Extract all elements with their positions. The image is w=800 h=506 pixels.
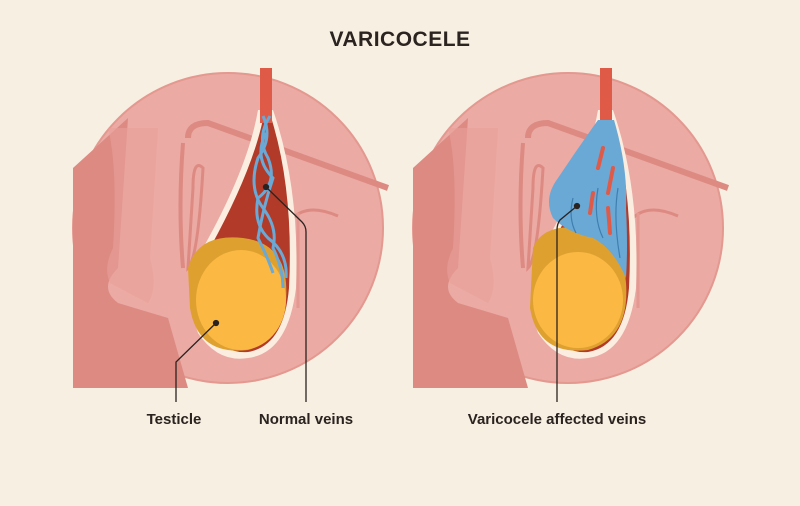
- label-testicle: Testicle: [146, 411, 202, 428]
- callout-testicle: [175, 319, 220, 402]
- callout-affected-veins: [556, 202, 581, 402]
- affected-veins-shape: [549, 120, 627, 278]
- diagram-title: VARICOCELE: [329, 28, 471, 51]
- left-illustration-normal: [73, 68, 388, 388]
- label-normal-veins: Normal veins: [258, 411, 354, 428]
- label-affected-veins: Varicocele affected veins: [467, 411, 647, 428]
- testicle-shape: [533, 252, 623, 348]
- right-illustration-varicocele: [413, 68, 728, 388]
- callout-normal-veins: [262, 183, 307, 402]
- normal-veins-shape: [252, 115, 288, 289]
- testicle-shape: [196, 250, 286, 350]
